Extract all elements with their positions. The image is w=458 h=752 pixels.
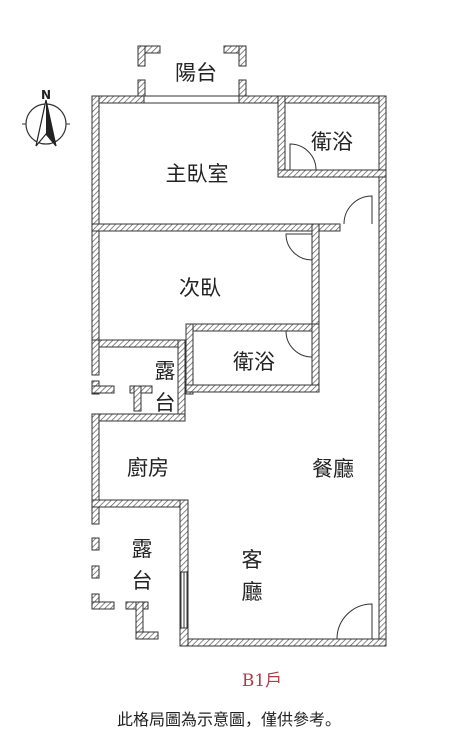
door-entry (336, 603, 373, 640)
room-terrace-small-line-1: 露 (155, 359, 176, 383)
room-balcony-top: 陽台 (175, 61, 217, 85)
windows (143, 95, 240, 629)
room-terrace-large-line-2: 台 (132, 569, 153, 593)
room-bath-1: 衛浴 (311, 130, 353, 154)
room-master-bedroom: 主臥室 (166, 162, 229, 186)
room-dining: 餐廳 (312, 457, 354, 481)
unit-label: B1戶 (242, 671, 282, 691)
door-master-bedroom (343, 195, 373, 225)
door-bath-1 (289, 143, 317, 171)
room-kitchen: 廚房 (127, 456, 169, 480)
walls (91, 45, 387, 647)
doors (285, 143, 373, 640)
room-terrace-small-line-2: 台 (155, 391, 176, 415)
room-bath-2: 衛浴 (233, 350, 275, 374)
compass-north-label: N (41, 88, 51, 102)
door-bath-2 (285, 330, 313, 358)
compass-icon: N (22, 88, 70, 147)
room-living-line-2: 廳 (242, 580, 263, 604)
room-terrace-large-line-1: 露 (132, 537, 153, 561)
door-second-bedroom (285, 233, 313, 261)
disclaimer-caption: 此格局圖為示意圖，僅供參考。 (116, 710, 341, 729)
room-living-line-1: 客 (242, 548, 263, 572)
room-second-bedroom: 次臥 (179, 276, 221, 300)
